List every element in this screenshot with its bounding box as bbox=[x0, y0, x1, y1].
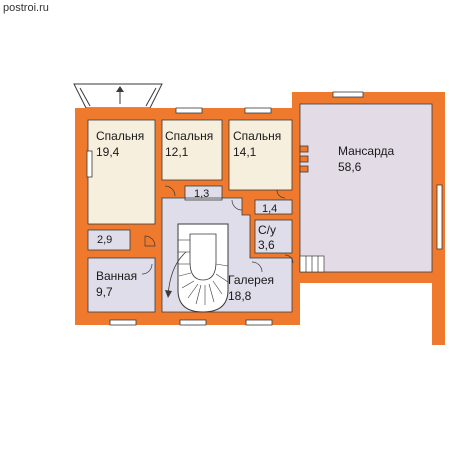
attic-floor bbox=[300, 104, 432, 272]
gallery-name: Галерея bbox=[228, 273, 274, 287]
bedroom-3-area: 14,1 bbox=[233, 145, 257, 159]
attic-area: 58,6 bbox=[338, 160, 362, 174]
bathroom-floor bbox=[88, 258, 155, 312]
balcony bbox=[73, 83, 163, 109]
bedroom-1-area: 19,4 bbox=[96, 145, 120, 159]
bedroom-1-floor bbox=[88, 120, 155, 224]
arrow-up-icon bbox=[116, 86, 124, 92]
attic-name: Мансарда bbox=[338, 144, 395, 158]
bedroom-1-name: Спальня bbox=[96, 129, 144, 143]
doors bbox=[141, 185, 294, 275]
bedroom-2-name: Спальня bbox=[165, 129, 213, 143]
wc-name: С/у bbox=[258, 223, 276, 237]
bedroom-2-area: 12,1 bbox=[165, 145, 189, 159]
wc-floor bbox=[255, 220, 292, 253]
closet-1-floor bbox=[185, 186, 222, 200]
closet-3-floor bbox=[255, 200, 292, 214]
gallery-area: 18,8 bbox=[228, 289, 252, 303]
attic-steps bbox=[299, 255, 325, 273]
bedroom-3-name: Спальня bbox=[233, 129, 281, 143]
wc-area: 3,6 bbox=[258, 238, 275, 252]
bedroom-3-floor bbox=[229, 120, 292, 190]
closet-1-area: 1,3 bbox=[194, 188, 209, 200]
closet-2-floor bbox=[88, 230, 130, 250]
bedroom-2-floor bbox=[162, 120, 222, 180]
closet-3-area: 1,4 bbox=[262, 203, 277, 215]
windows bbox=[86, 91, 443, 326]
spiral-staircase bbox=[165, 223, 229, 313]
bathroom-area: 9,7 bbox=[96, 285, 113, 299]
chimney-blocks bbox=[299, 145, 309, 173]
bathroom-name: Ванная bbox=[96, 269, 137, 283]
site-watermark: postroi.ru bbox=[3, 2, 49, 14]
closet-2-area: 2,9 bbox=[97, 234, 112, 246]
